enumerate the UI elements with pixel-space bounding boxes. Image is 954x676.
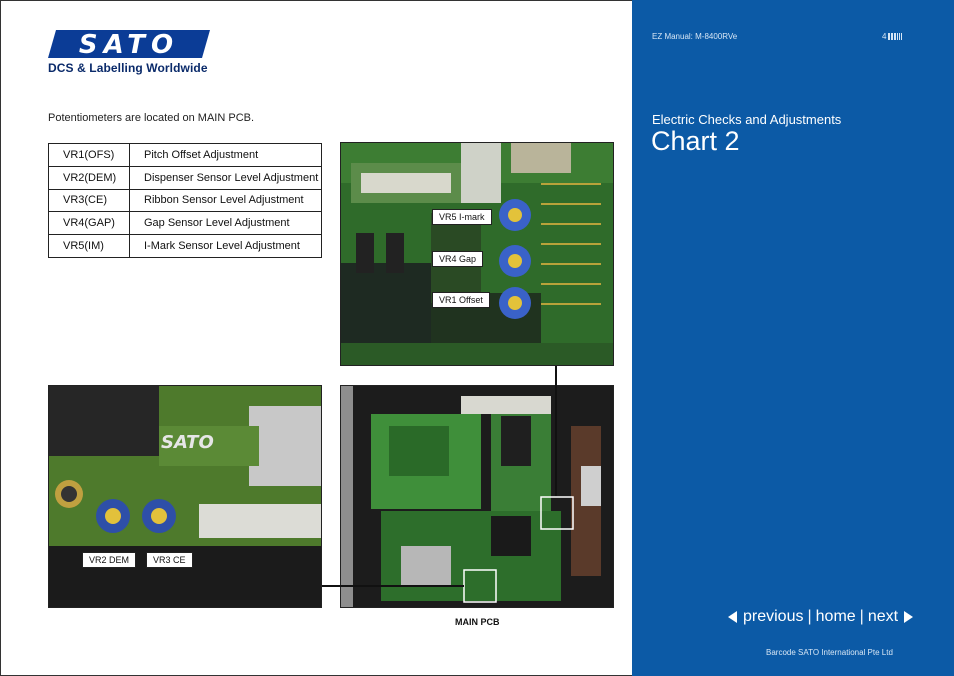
- sato-logo: SATO: [48, 30, 210, 76]
- svg-text:SATO: SATO: [161, 432, 214, 453]
- intro-text: Potentiometers are located on MAIN PCB.: [48, 112, 255, 124]
- svg-text:SATO: SATO: [79, 30, 179, 60]
- pcb-closeup-photo: [340, 142, 614, 366]
- label-vr4-gap: VR4 Gap: [432, 251, 484, 267]
- pot-description: Ribbon Sensor Level Adjustment: [129, 188, 322, 213]
- table-row: VR1(OFS) Pitch Offset Adjustment: [48, 143, 322, 167]
- manual-reference: EZ Manual: M-8400RVe: [652, 32, 738, 41]
- pot-code: VR4(GAP): [48, 211, 130, 236]
- brand-tagline: DCS & Labelling Worldwide: [48, 61, 208, 75]
- nav-separator: |: [859, 608, 864, 625]
- pot-code: VR1(OFS): [48, 143, 130, 167]
- next-arrow-icon[interactable]: [904, 611, 914, 623]
- label-vr2-dem: VR2 DEM: [82, 552, 137, 568]
- next-link[interactable]: next: [867, 608, 899, 625]
- potentiometer-table: VR1(OFS) Pitch Offset Adjustment VR2(DEM…: [48, 143, 322, 258]
- page-number-text: 4: [882, 32, 887, 41]
- pot-description: Dispenser Sensor Level Adjustment: [129, 165, 322, 190]
- page-bars-icon: [888, 33, 903, 40]
- connector-line: [555, 366, 557, 496]
- section-subtitle: Electric Checks and Adjustments: [652, 112, 842, 127]
- pot-code: VR5(IM): [48, 234, 130, 258]
- pot-code: VR3(CE): [48, 188, 130, 213]
- pot-description: Gap Sensor Level Adjustment: [129, 211, 322, 236]
- company-name: Barcode SATO International Pte Ltd: [766, 648, 893, 657]
- label-vr3-ce: VR3 CE: [146, 552, 193, 568]
- main-pcb-photo: [340, 385, 614, 608]
- table-row: VR4(GAP) Gap Sensor Level Adjustment: [48, 211, 322, 236]
- table-row: VR5(IM) I-Mark Sensor Level Adjustment: [48, 234, 322, 258]
- previous-link[interactable]: previous: [743, 608, 804, 625]
- main-pcb-caption: MAIN PCB: [455, 617, 500, 627]
- page-navigation: previous | home | next: [728, 608, 914, 626]
- label-vr5-imark: VR5 I-mark: [432, 209, 492, 225]
- label-vr1-offset: VR1 Offset: [432, 292, 490, 308]
- connector-line: [322, 585, 464, 587]
- pot-description: Pitch Offset Adjustment: [129, 143, 322, 167]
- pot-description: I-Mark Sensor Level Adjustment: [129, 234, 322, 258]
- table-row: VR2(DEM) Dispenser Sensor Level Adjustme…: [48, 165, 322, 190]
- home-link[interactable]: home: [815, 608, 856, 625]
- nav-separator: |: [807, 608, 812, 625]
- pot-code: VR2(DEM): [48, 165, 130, 190]
- section-title: Chart 2: [651, 126, 740, 156]
- page-number: 4: [882, 32, 903, 41]
- pcb-vr2-vr3-photo: SATO: [48, 385, 322, 608]
- previous-arrow-icon[interactable]: [728, 611, 737, 623]
- sidebar: EZ Manual: M-8400RVe 4 Electric Checks a…: [632, 0, 954, 676]
- table-row: VR3(CE) Ribbon Sensor Level Adjustment: [48, 188, 322, 213]
